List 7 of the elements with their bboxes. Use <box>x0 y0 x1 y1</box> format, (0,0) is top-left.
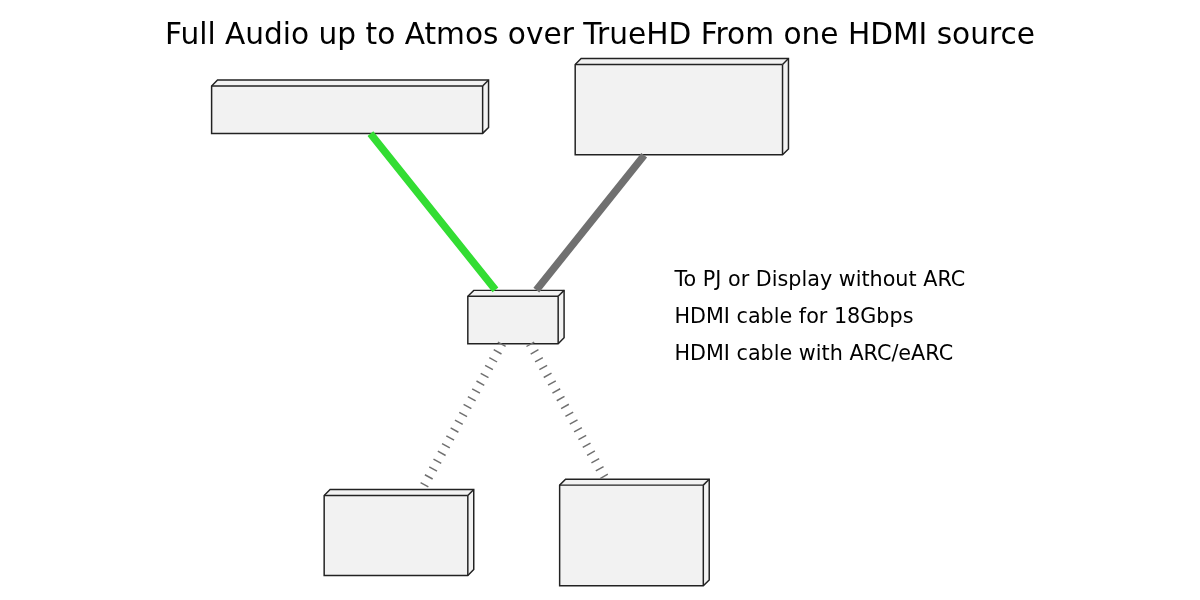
connector <box>526 341 610 482</box>
legend-label: To PJ or Display without ARC <box>674 267 966 292</box>
legend-label: HDMI cable for 18Gbps <box>674 304 914 329</box>
legend-label: HDMI cable with ARC/eARC <box>674 341 954 366</box>
connector <box>367 131 499 293</box>
diagram-title: Full Audio up to Atmos over TrueHD From one HDMI source <box>164 16 1036 51</box>
connector <box>533 152 648 293</box>
